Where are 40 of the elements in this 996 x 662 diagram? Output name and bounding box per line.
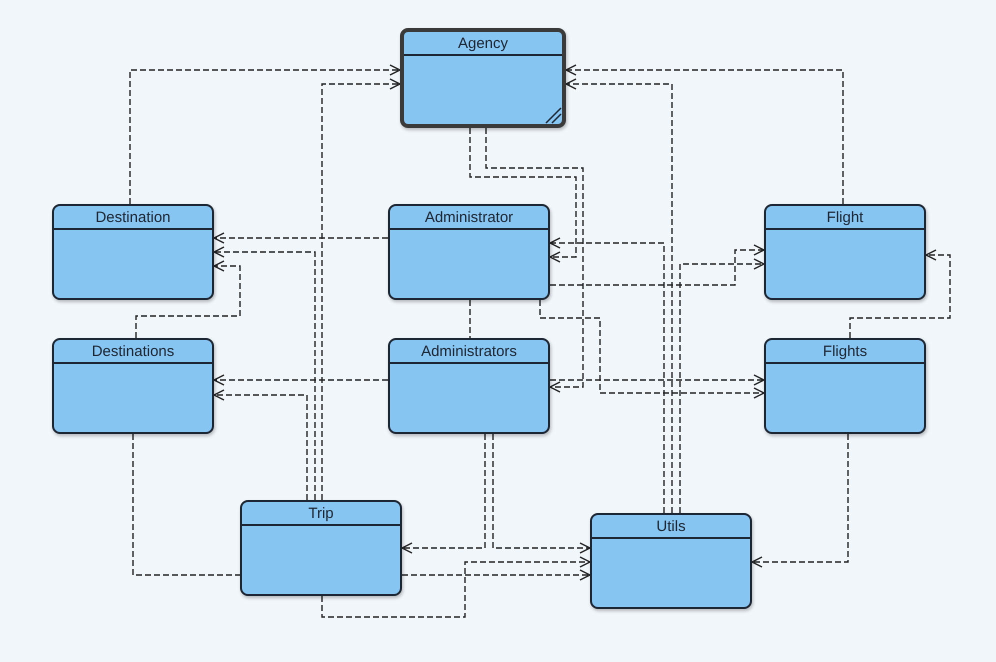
dependency-arrow xyxy=(129,64,401,204)
class-box xyxy=(764,338,926,434)
dependency-arrow xyxy=(213,232,388,244)
class-name: Trip xyxy=(308,504,334,522)
class-box xyxy=(240,500,402,596)
dependency-arrow xyxy=(751,434,849,568)
dependency-arrow xyxy=(492,434,591,554)
class-box xyxy=(52,204,214,300)
dependency-arrow xyxy=(550,374,765,386)
dependency-arrow xyxy=(402,569,591,581)
class-box xyxy=(388,338,550,434)
dependency-arrow xyxy=(135,260,241,338)
class-name: Administrators xyxy=(421,342,517,360)
class-name: Flight xyxy=(826,208,864,226)
class-name: Utils xyxy=(656,518,686,534)
dependency-arrow xyxy=(469,128,577,263)
dependency-arrow xyxy=(213,374,388,386)
class-name: Administrator xyxy=(424,208,514,226)
dependency-arrow xyxy=(565,64,844,204)
class-name: Destinations xyxy=(92,342,174,360)
class-box xyxy=(388,204,550,300)
dependency-arrow xyxy=(549,237,665,513)
dependency-arrow xyxy=(539,300,765,399)
dependency-arrow xyxy=(485,128,584,393)
class-box xyxy=(590,513,752,609)
dependency-arrow xyxy=(679,258,765,513)
dependency-arrow xyxy=(321,78,401,500)
dependency-arrow xyxy=(849,249,951,338)
dependency-arrow xyxy=(321,556,591,618)
class-box xyxy=(764,204,926,300)
dependency-arrow xyxy=(213,246,316,500)
class-name: Flights xyxy=(822,342,868,360)
dependency-arrow xyxy=(565,78,673,513)
dependency-arrow xyxy=(401,434,486,554)
class-box xyxy=(52,338,214,434)
dependency-arrow xyxy=(550,244,765,286)
dependency-arrow xyxy=(213,389,308,500)
class-box xyxy=(400,28,566,128)
class-name: Destination xyxy=(95,208,171,226)
class-name: Agency xyxy=(458,34,508,52)
